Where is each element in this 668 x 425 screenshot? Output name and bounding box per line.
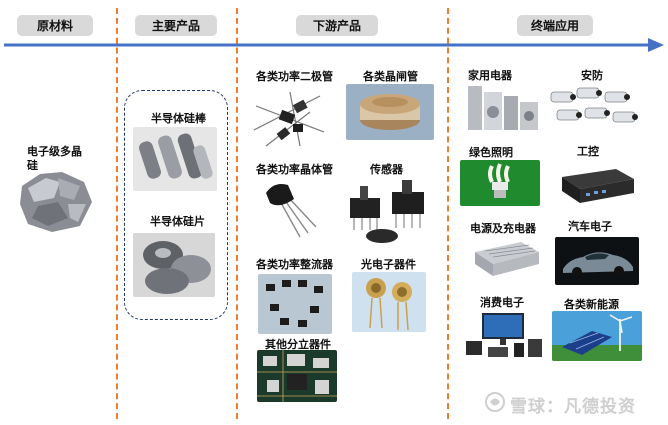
silicon-wafer-label: 半导体硅片 bbox=[150, 215, 205, 228]
discrete-photo bbox=[257, 350, 337, 402]
appliance-label: 家用电器 bbox=[468, 69, 512, 82]
rectifier-label: 各类功率整流器 bbox=[256, 258, 333, 271]
stage-main-products: 主要产品 bbox=[135, 15, 217, 36]
lighting-label: 绿色照明 bbox=[469, 146, 513, 159]
stage-end-use: 终端应用 bbox=[517, 15, 593, 36]
lighting-photo bbox=[460, 160, 540, 206]
transistor-label: 各类功率晶体管 bbox=[256, 163, 333, 176]
diode-photo bbox=[250, 86, 330, 152]
polysilicon-photo bbox=[20, 172, 92, 232]
sensor-photo bbox=[346, 176, 430, 246]
discrete-label: 其他分立器件 bbox=[265, 338, 331, 351]
silicon-rod-photo bbox=[133, 127, 217, 191]
security-label: 安防 bbox=[581, 69, 603, 82]
watermark-text: 雪球：凡德投资 bbox=[510, 397, 636, 417]
industrial-control-photo bbox=[556, 159, 640, 209]
optoelectronic-label: 光电子器件 bbox=[361, 258, 416, 271]
automotive-photo bbox=[555, 237, 639, 285]
security-photo bbox=[549, 84, 641, 134]
thyristor-photo bbox=[346, 84, 434, 140]
raw-material-label-2: 硅 bbox=[27, 159, 38, 172]
stage-downstream: 下游产品 bbox=[296, 15, 378, 36]
transistor-photo bbox=[256, 177, 326, 241]
automotive-label: 汽车电子 bbox=[568, 220, 612, 233]
main-products-box bbox=[124, 90, 228, 320]
divider-3 bbox=[447, 8, 449, 419]
raw-material-label-1: 电子级多晶 bbox=[27, 145, 82, 158]
industrial-control-label: 工控 bbox=[577, 145, 599, 158]
divider-2 bbox=[236, 8, 238, 419]
new-energy-photo bbox=[552, 311, 642, 361]
new-energy-label: 各类新能源 bbox=[564, 298, 619, 311]
divider-1 bbox=[116, 8, 118, 419]
thyristor-label: 各类晶闸管 bbox=[363, 70, 418, 83]
sensor-label: 传感器 bbox=[370, 163, 403, 176]
power-supply-label: 电源及充电器 bbox=[470, 222, 536, 235]
power-supply-photo bbox=[469, 236, 543, 282]
diode-label: 各类功率二极管 bbox=[256, 70, 333, 83]
rectifier-photo bbox=[258, 274, 332, 334]
consumer-electronics-label: 消费电子 bbox=[480, 296, 524, 309]
consumer-electronics-photo bbox=[462, 311, 546, 359]
optoelectronic-photo bbox=[352, 272, 426, 332]
silicon-rod-label: 半导体硅棒 bbox=[151, 112, 206, 125]
silicon-wafer-photo bbox=[133, 233, 215, 297]
stage-raw-material: 原材料 bbox=[17, 15, 93, 36]
appliance-photo bbox=[466, 82, 540, 132]
snowball-logo-icon bbox=[485, 392, 505, 412]
flow-arrow bbox=[4, 38, 664, 52]
